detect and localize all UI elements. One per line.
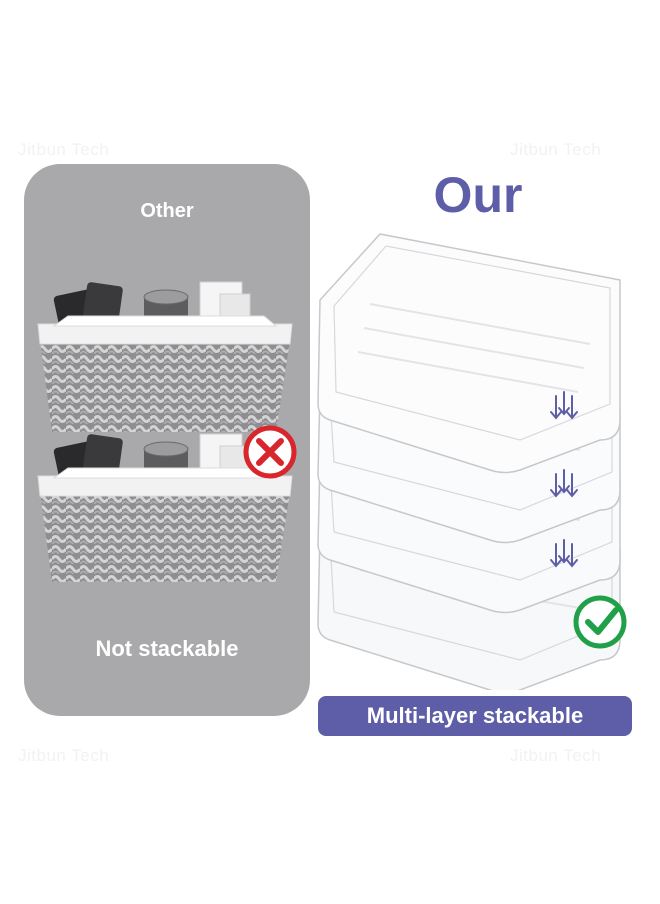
watermark-top-left: Jitbun Tech (18, 140, 110, 159)
our-label: Our (433, 167, 523, 223)
not-allowed-icon (243, 425, 297, 479)
top-basket (37, 281, 293, 432)
multi-layer-stackable-label: Multi-layer stackable (318, 696, 632, 736)
stack-arrows-icon (550, 391, 578, 568)
tray-top (317, 233, 621, 474)
stacked-baskets-illustration (37, 281, 297, 582)
not-stackable-label: Not stackable (95, 636, 239, 661)
watermark-bottom-left: Jitbun Tech (18, 746, 110, 765)
other-product-panel: Other Not stackable (24, 164, 310, 716)
check-icon (573, 595, 627, 649)
other-label: Other (140, 200, 194, 222)
watermark-top-right: Jitbun Tech (510, 140, 602, 159)
watermark-bottom-right: Jitbun Tech (510, 746, 602, 765)
stacked-trays-illustration (317, 233, 627, 690)
bottom-basket (37, 433, 293, 582)
